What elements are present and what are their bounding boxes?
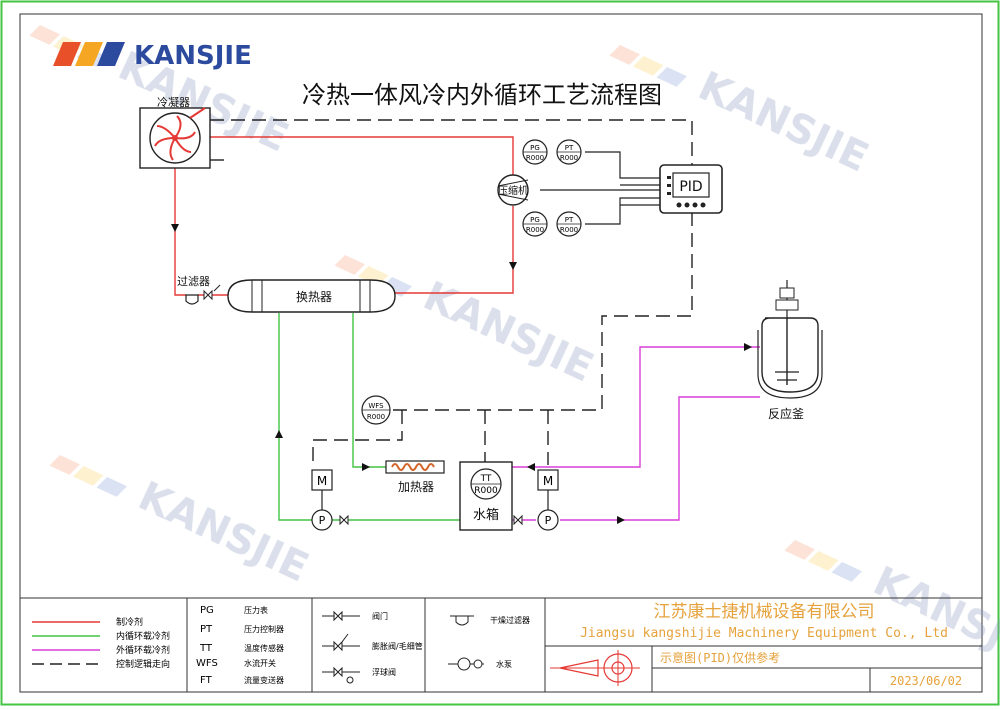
legend-code: WFS [196, 658, 218, 669]
flow-arrow [527, 463, 535, 471]
valve-icon [322, 610, 360, 622]
heater: 加热器 [385, 460, 445, 494]
inner-loop-lines [278, 313, 460, 521]
expansion-valve [203, 284, 221, 301]
tt-label: TT [480, 474, 492, 484]
float-valve-icon [322, 666, 360, 684]
page-title: 冷热一体风冷内外循环工艺流程图 [302, 81, 662, 109]
tt-value: R000 [474, 486, 498, 496]
dryer-filter-icon [450, 615, 474, 626]
flow-arrow [275, 430, 283, 438]
valve-inner [339, 514, 349, 526]
pt-gauge-top: PT R000 [556, 139, 582, 165]
legend-desc: 压力表 [244, 605, 268, 615]
watermark-text: KANSJIE [691, 63, 875, 181]
legend-desc: 水流开关 [244, 658, 276, 668]
control-lines [210, 119, 693, 465]
legend-symbol: 阀门 [372, 611, 388, 621]
heat-exchanger: 换热器 [227, 279, 396, 313]
pg-value: R000 [526, 226, 544, 234]
legend-desc: 流量变送器 [244, 675, 284, 685]
compressor: 压缩机 [497, 174, 529, 206]
filter-label: 过滤器 [177, 275, 210, 288]
flow-arrow [171, 224, 179, 232]
tank-label: 水箱 [473, 507, 499, 523]
valve-outer [513, 514, 523, 526]
pg-label: PG [530, 144, 540, 152]
motor-label: M [317, 474, 327, 488]
expansion-valve-icon [322, 633, 360, 652]
pg-value: R000 [526, 154, 544, 162]
motor-label: M [543, 474, 553, 488]
pump-label: P [545, 514, 552, 527]
flow-arrow [362, 463, 370, 471]
company-name-en: Jiangsu kangshijie Machinery Equipment C… [580, 626, 948, 641]
legend-code: TT [199, 643, 213, 654]
pump-label: P [319, 514, 326, 527]
brand-logo: KANSJIE [53, 41, 252, 71]
watermark-text: KANSJIE [131, 473, 315, 591]
inner-frame [19, 13, 983, 693]
fan-icon [154, 115, 196, 161]
flow-arrow [744, 343, 752, 351]
legend-label: 外循环载冷剂 [116, 644, 170, 656]
wfs-label: WFS [368, 402, 384, 410]
heater-label: 加热器 [398, 480, 434, 494]
pg-gauge-top: PG R000 [522, 139, 548, 165]
pump-outer: M P [537, 469, 559, 531]
legend-label: 控制逻辑走向 [116, 658, 170, 670]
reactor: 反应釜 [757, 280, 823, 421]
watermark-text: KANSJIE [416, 273, 600, 391]
legend-desc: 压力控制器 [244, 624, 284, 634]
heat-exchanger-label: 换热器 [296, 290, 332, 304]
brand-name: KANSJIE [134, 41, 252, 71]
pg-label: PG [530, 216, 540, 224]
reactor-label: 反应釜 [768, 406, 804, 421]
filter: 过滤器 [177, 275, 210, 305]
legend-label: 制冷剂 [116, 616, 143, 628]
wfs-value: R000 [367, 413, 385, 421]
pt-value: R000 [560, 226, 578, 234]
flow-arrow [617, 516, 625, 524]
pump-icon [448, 657, 484, 671]
date-text: 2023/06/02 [890, 674, 962, 688]
pid-label: PID [679, 179, 702, 195]
pid-controller: PID [659, 164, 723, 214]
pt-value: R000 [560, 154, 578, 162]
watermark-text: KANSJIE [866, 558, 1000, 676]
condenser: 冷凝器 [139, 95, 211, 169]
signal-lines [526, 151, 660, 225]
compressor-label: 压缩机 [498, 184, 528, 197]
wfs-switch: WFS R000 [361, 395, 391, 425]
legend-code: FT [200, 675, 213, 686]
pg-gauge-bottom: PG R000 [522, 211, 548, 237]
pt-label: PT [565, 144, 574, 152]
projection-symbol-icon [550, 650, 640, 686]
legend-code: PG [200, 605, 214, 616]
pump-inner: M P [311, 469, 333, 531]
water-tank: TT R000 水箱 [459, 461, 513, 531]
refrigerant-lines [174, 136, 514, 296]
legend-symbol: 浮球阀 [372, 667, 396, 677]
legend-symbol: 干燥过滤器 [490, 615, 530, 625]
condenser-label: 冷凝器 [157, 95, 190, 109]
company-name-cn: 江苏康士捷机械设备有限公司 [654, 602, 875, 622]
legend-label: 内循环载冷剂 [116, 630, 170, 642]
legend-code: PT [200, 624, 213, 635]
pt-gauge-bottom: PT R000 [556, 211, 582, 237]
flow-arrow [509, 262, 517, 270]
legend-desc: 温度传感器 [244, 643, 284, 653]
legend-table: 制冷剂 内循环载冷剂 外循环载冷剂 控制逻辑走向 PG PT TT WFS FT… [20, 597, 982, 692]
legend-symbol: 膨胀阀/毛细管 [372, 641, 423, 651]
note-text: 示意图(PID)仅供参考 [660, 650, 780, 665]
legend-symbol: 水泵 [496, 659, 512, 669]
pt-label: PT [565, 216, 574, 224]
